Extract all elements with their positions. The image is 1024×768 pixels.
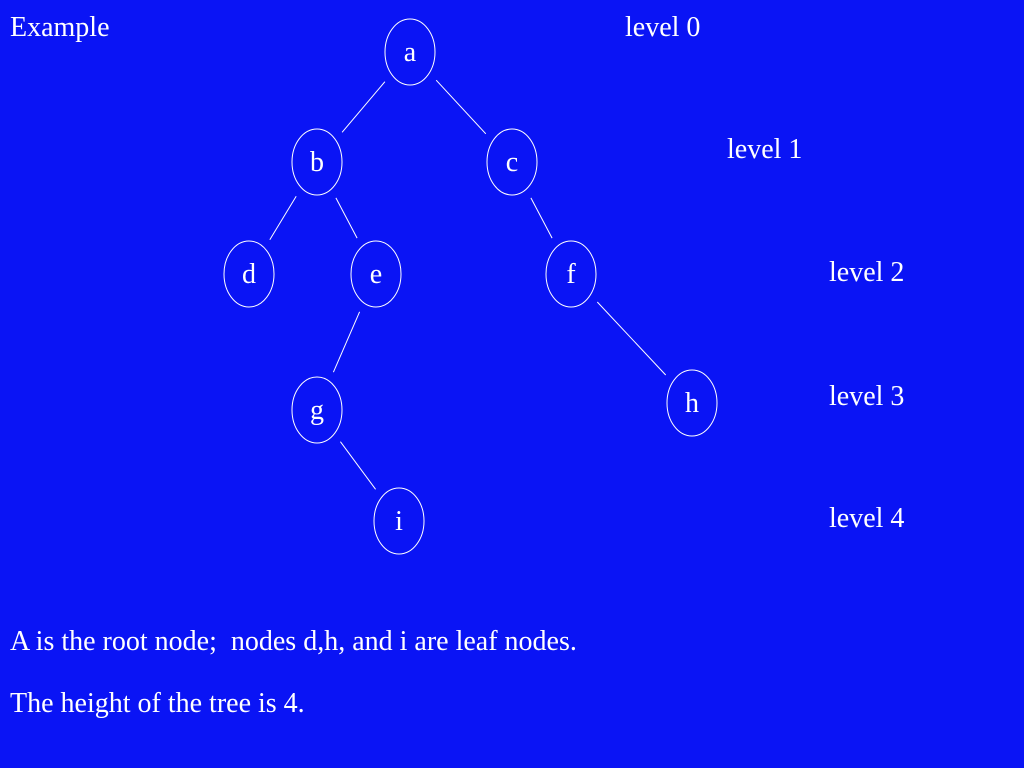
tree-node-circle-e bbox=[350, 240, 402, 308]
slide-title: Example bbox=[10, 12, 110, 43]
tree-node-label-b: b bbox=[310, 147, 324, 178]
tree-node-f: f bbox=[545, 240, 597, 308]
level-label-0: level 0 bbox=[625, 12, 701, 43]
tree-nodes: a b c d e f g h i bbox=[223, 18, 718, 555]
level-label-1: level 1 bbox=[727, 134, 803, 165]
tree-node-label-c: c bbox=[506, 147, 518, 178]
tree-node-label-f: f bbox=[566, 259, 576, 290]
tree-node-label-e: e bbox=[370, 259, 382, 290]
tree-node-a: a bbox=[384, 18, 436, 86]
tree-node-circle-b bbox=[291, 128, 343, 196]
tree-edge-a-c bbox=[435, 79, 487, 135]
tree-node-h: h bbox=[666, 369, 718, 437]
tree-node-circle-a bbox=[384, 18, 436, 86]
tree-node-b: b bbox=[291, 128, 343, 196]
tree-edge-e-g bbox=[332, 311, 361, 373]
tree-edge-c-f bbox=[530, 197, 553, 239]
tree-node-g: g bbox=[291, 376, 343, 444]
tree-edge-a-b bbox=[341, 81, 386, 133]
note-root-leaf: A is the root node; nodes d,h, and i are… bbox=[10, 626, 577, 657]
level-label-3: level 3 bbox=[829, 381, 905, 412]
tree-node-d: d bbox=[223, 240, 275, 308]
tree-node-i: i bbox=[373, 487, 425, 555]
tree-node-label-h: h bbox=[685, 388, 699, 419]
tree-node-circle-d bbox=[223, 240, 275, 308]
tree-node-circle-f bbox=[545, 240, 597, 308]
tree-node-label-a: a bbox=[404, 37, 417, 68]
tree-edges bbox=[269, 79, 667, 490]
level-label-4: level 4 bbox=[829, 503, 905, 534]
tree-node-circle-g bbox=[291, 376, 343, 444]
level-label-2: level 2 bbox=[829, 257, 905, 288]
tree-node-label-i: i bbox=[395, 506, 403, 537]
tree-node-circle-h bbox=[666, 369, 718, 437]
note-height: The height of the tree is 4. bbox=[10, 688, 305, 719]
tree-edge-b-e bbox=[335, 197, 358, 239]
tree-node-c: c bbox=[486, 128, 538, 196]
tree-node-label-g: g bbox=[310, 395, 324, 426]
tree-node-label-d: d bbox=[242, 259, 256, 290]
tree-edge-b-d bbox=[269, 196, 297, 240]
tree-node-circle-i bbox=[373, 487, 425, 555]
tree-node-circle-c bbox=[486, 128, 538, 196]
tree-node-e: e bbox=[350, 240, 402, 308]
tree-edge-f-h bbox=[596, 301, 667, 376]
tree-edge-g-i bbox=[339, 441, 377, 490]
